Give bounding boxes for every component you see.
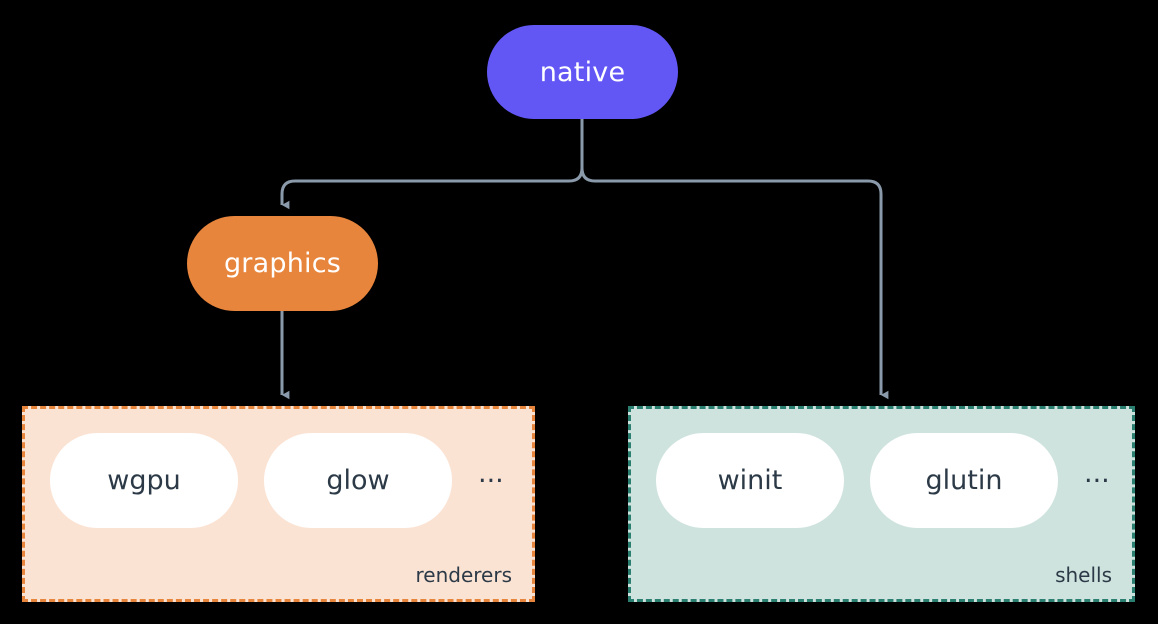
chip-glutin-label: glutin [925,465,1003,496]
node-native[interactable]: native [487,25,678,119]
chip-glow-label: glow [326,465,390,496]
renderers-more-ellipsis: ... [478,458,504,489]
chip-glutin[interactable]: glutin [870,433,1058,528]
group-shells-label: shells [1055,563,1112,587]
edge-native-to-shells [580,119,889,400]
chip-wgpu-label: wgpu [107,465,181,496]
node-graphics[interactable]: graphics [187,216,378,311]
group-shells: winit glutin ... shells [628,406,1135,602]
chip-wgpu[interactable]: wgpu [50,433,238,528]
edge-native-to-graphics [280,119,584,210]
chip-glow[interactable]: glow [264,433,452,528]
group-renderers-label: renderers [415,563,513,587]
group-renderers: wgpu glow ... renderers [22,406,535,602]
shells-more-ellipsis: ... [1084,458,1110,489]
node-graphics-label: graphics [223,248,342,279]
group-shells-items: winit glutin ... [656,433,1110,528]
chip-winit-label: winit [717,465,783,496]
chip-winit[interactable]: winit [656,433,844,528]
group-renderers-items: wgpu glow ... [50,433,504,528]
node-native-label: native [539,56,626,88]
